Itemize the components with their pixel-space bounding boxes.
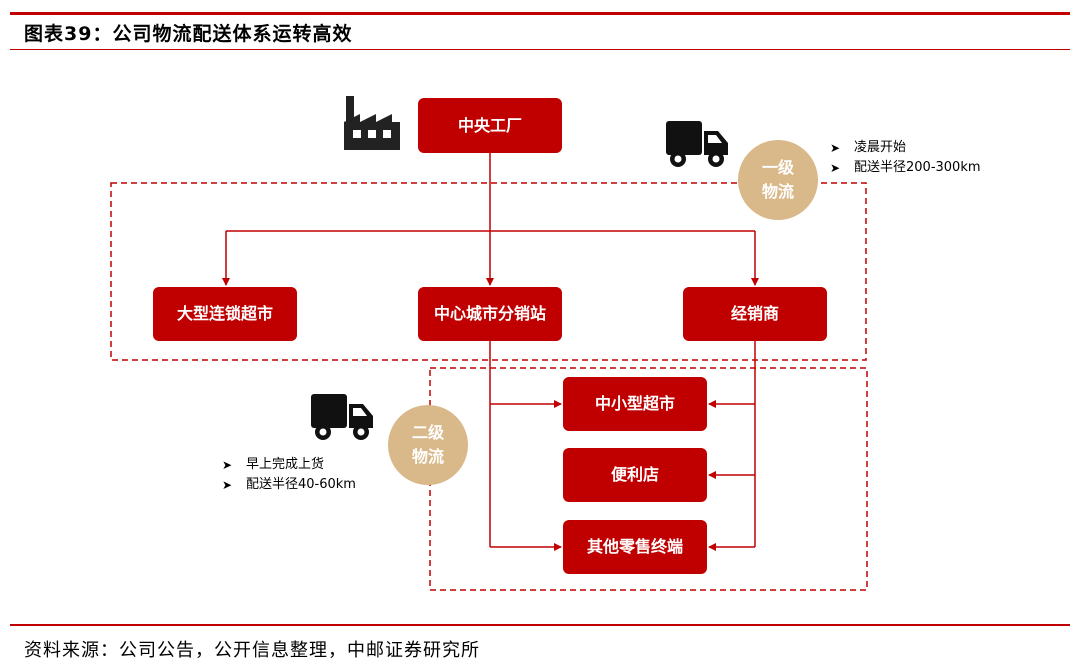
node-central-factory: 中央工厂 (418, 98, 562, 153)
bottom-rule (10, 624, 1070, 626)
node-distribution-center: 中心城市分销站 (418, 287, 562, 341)
figure-title: 图表39：公司物流配送体系运转高效 (24, 23, 353, 45)
node-other-retail: 其他零售终端 (563, 520, 707, 574)
factory-icon (344, 96, 400, 150)
node-convenience-store: 便利店 (563, 448, 707, 502)
note-item: ➤ 配送半径200-300km (830, 158, 981, 178)
truck-icon (311, 394, 373, 440)
arrowhead-bullet-icon: ➤ (222, 458, 233, 472)
note-item: ➤ 凌晨开始 (830, 138, 981, 158)
source-note: 资料来源：公司公告，公开信息整理，中邮证券研究所 (24, 640, 480, 661)
node-small-supermarket: 中小型超市 (563, 377, 707, 431)
tier1-region (110, 182, 867, 361)
node-dealer: 经销商 (683, 287, 827, 341)
tier2-notes: ➤ 早上完成上货 ➤ 配送半径40-60km (222, 455, 356, 495)
arrowhead-bullet-icon: ➤ (830, 161, 841, 175)
truck-icon (666, 121, 728, 167)
note-text: 早上完成上货 (246, 457, 325, 472)
tier2-logistics-badge: 二级物流 (388, 405, 468, 485)
node-supermarket-chain: 大型连锁超市 (153, 287, 297, 341)
arrowhead-bullet-icon: ➤ (222, 478, 233, 492)
note-text: 配送半径40-60km (246, 477, 356, 492)
tier1-notes: ➤ 凌晨开始 ➤ 配送半径200-300km (830, 138, 981, 178)
note-item: ➤ 配送半径40-60km (222, 475, 356, 495)
note-text: 配送半径200-300km (854, 160, 981, 175)
arrowhead-bullet-icon: ➤ (830, 141, 841, 155)
note-item: ➤ 早上完成上货 (222, 455, 356, 475)
title-rule (10, 49, 1070, 50)
note-text: 凌晨开始 (854, 140, 907, 155)
top-rule (10, 12, 1070, 15)
tier1-logistics-badge: 一级物流 (738, 140, 818, 220)
